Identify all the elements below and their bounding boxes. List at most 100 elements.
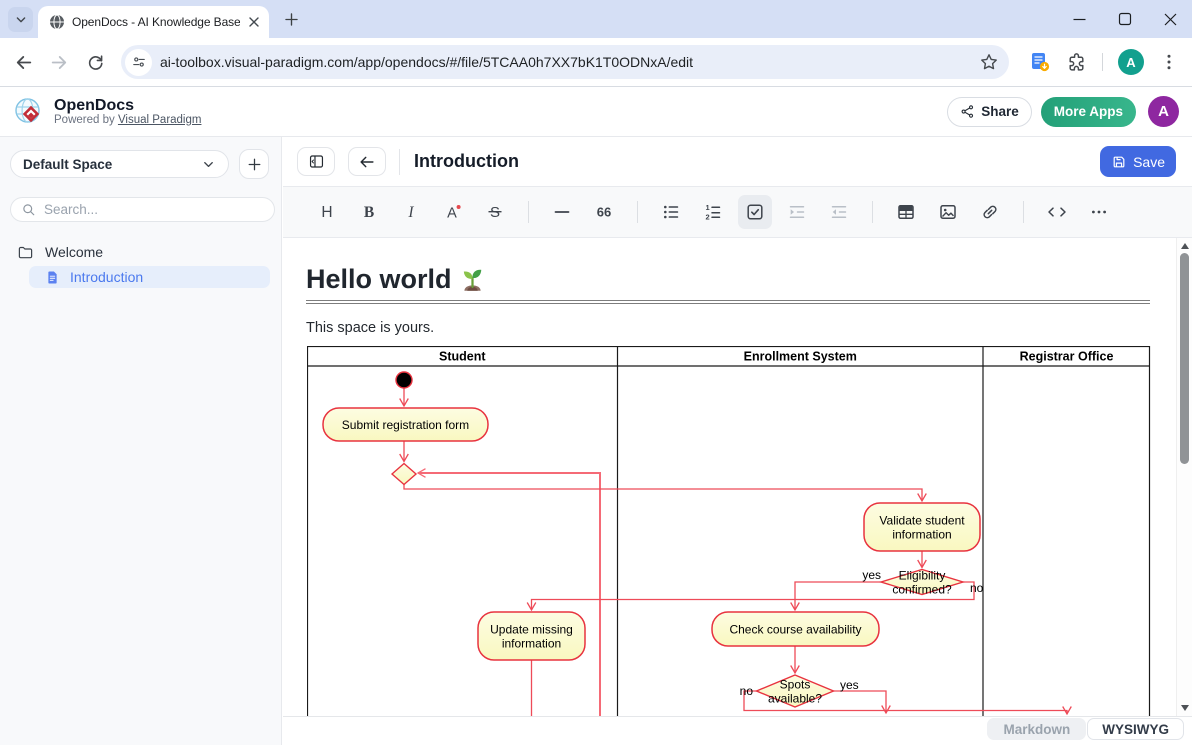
scrollbar-down-arrow-icon[interactable] — [1181, 705, 1189, 711]
action-node — [477, 611, 586, 661]
bullet-list-icon[interactable] — [654, 195, 688, 229]
decision-node — [878, 568, 966, 596]
action-node — [863, 502, 981, 552]
task-list-icon[interactable] — [738, 195, 772, 229]
powered-by: Powered by Visual Paradigm — [54, 114, 201, 127]
tree-folder-label: Welcome — [45, 244, 104, 260]
editor-content[interactable]: Hello world This space is yours. Student… — [283, 238, 1192, 716]
address-bar[interactable]: ai-toolbox.visual-paradigm.com/app/opend… — [121, 45, 1009, 79]
tab-close-icon[interactable] — [246, 14, 262, 30]
more-apps-button[interactable]: More Apps — [1040, 96, 1136, 127]
image-icon[interactable] — [931, 195, 965, 229]
blockquote-icon[interactable]: 66 — [587, 195, 621, 229]
horizontal-rule-icon[interactable] — [545, 195, 579, 229]
save-icon — [1113, 156, 1125, 167]
user-avatar[interactable]: A — [1148, 96, 1179, 127]
italic-icon[interactable]: I — [394, 195, 428, 229]
extensions-puzzle-icon[interactable] — [1066, 52, 1087, 73]
tab-title: OpenDocs - AI Knowledge Base — [72, 15, 240, 29]
node-label: Update missing — [490, 622, 573, 636]
window-close-button[interactable] — [1163, 12, 1178, 27]
table-icon[interactable] — [889, 195, 923, 229]
outdent-icon — [822, 195, 856, 229]
link-icon[interactable] — [973, 195, 1007, 229]
svg-text:1: 1 — [706, 203, 710, 212]
browser-profile-avatar[interactable]: A — [1118, 49, 1144, 75]
toggle-sidebar-button[interactable] — [297, 147, 335, 176]
titlebar-separator — [399, 148, 400, 175]
tab-search-button[interactable] — [8, 7, 33, 32]
space-selector[interactable]: Default Space — [10, 150, 229, 178]
svg-text:B: B — [364, 204, 374, 221]
browser-reload-button[interactable] — [78, 45, 112, 79]
plus-icon — [248, 158, 260, 170]
browser-tab-strip: OpenDocs - AI Knowledge Base — [0, 0, 1192, 38]
heading-icon[interactable]: H — [310, 195, 344, 229]
new-tab-button[interactable] — [280, 8, 303, 31]
scrollbar-thumb[interactable] — [1180, 253, 1189, 464]
app-name: OpenDocs — [54, 96, 135, 114]
browser-menu-icon[interactable] — [1159, 52, 1179, 72]
lane-label: Enrollment System — [744, 350, 857, 364]
site-info-icon[interactable] — [125, 48, 152, 76]
tree-item-introduction[interactable]: Introduction — [29, 266, 270, 288]
heading-text: Hello world — [306, 264, 452, 294]
node-label: Validate student — [879, 513, 965, 527]
document-paragraph: This space is yours. — [306, 320, 435, 336]
browser-forward-button[interactable] — [42, 45, 76, 79]
search-input[interactable] — [44, 202, 264, 217]
save-button[interactable]: Save — [1100, 146, 1176, 177]
back-button[interactable] — [348, 147, 386, 176]
toolbar-divider — [872, 201, 873, 223]
opendocs-logo-icon — [15, 98, 40, 123]
bold-icon[interactable]: B — [352, 195, 386, 229]
window-minimize-button[interactable] — [1072, 12, 1087, 27]
browser-back-button[interactable] — [6, 45, 40, 79]
more-icon[interactable] — [1082, 195, 1116, 229]
url-text[interactable]: ai-toolbox.visual-paradigm.com/app/opend… — [160, 54, 694, 70]
strikethrough-icon[interactable]: S — [478, 195, 512, 229]
lane-label: Student — [439, 350, 486, 364]
toolbar-divider — [528, 201, 529, 223]
edge-label: yes — [840, 678, 859, 692]
brand-block: OpenDocs Powered by Visual Paradigm — [54, 97, 201, 127]
browser-tab[interactable]: OpenDocs - AI Knowledge Base — [38, 6, 269, 38]
code-block-icon[interactable] — [1040, 195, 1074, 229]
add-space-button[interactable] — [239, 149, 269, 179]
share-label: Share — [981, 104, 1019, 119]
search-box[interactable] — [10, 197, 275, 222]
header-actions: Share More Apps A — [947, 96, 1179, 127]
powered-by-text: Powered by — [54, 113, 118, 126]
mode-tab-markdown[interactable]: Markdown — [987, 718, 1087, 740]
node-label: information — [892, 527, 951, 541]
edge-label: no — [740, 684, 754, 698]
decision-node — [754, 674, 836, 708]
bookmark-star-icon[interactable] — [979, 52, 999, 72]
node-label: Eligibility — [899, 568, 946, 582]
font-color-icon[interactable]: A — [436, 195, 470, 229]
arrow-left-icon — [360, 156, 374, 167]
share-button[interactable]: Share — [947, 96, 1032, 127]
scrollbar-up-arrow-icon[interactable] — [1181, 243, 1189, 249]
mode-tab-wysiwyg[interactable]: WYSIWYG — [1087, 718, 1184, 740]
svg-text:66: 66 — [597, 205, 611, 220]
space-selector-label: Default Space — [23, 156, 113, 172]
node-label: available? — [768, 691, 822, 705]
svg-text:I: I — [407, 204, 414, 221]
visual-paradigm-link[interactable]: Visual Paradigm — [117, 113, 202, 126]
vertical-scrollbar[interactable] — [1176, 238, 1192, 716]
toolbar-separator — [1102, 53, 1103, 71]
window-maximize-button[interactable] — [1118, 12, 1132, 26]
toolbar-divider — [1023, 201, 1024, 223]
document-heading: Hello world — [306, 264, 486, 295]
reading-mode-icon[interactable] — [1029, 51, 1051, 73]
node-label: information — [502, 636, 561, 650]
app-header: OpenDocs Powered by Visual Paradigm Shar… — [0, 87, 1192, 137]
tree-folder-welcome[interactable]: Welcome — [0, 241, 282, 263]
tree-item-label: Introduction — [70, 269, 144, 285]
